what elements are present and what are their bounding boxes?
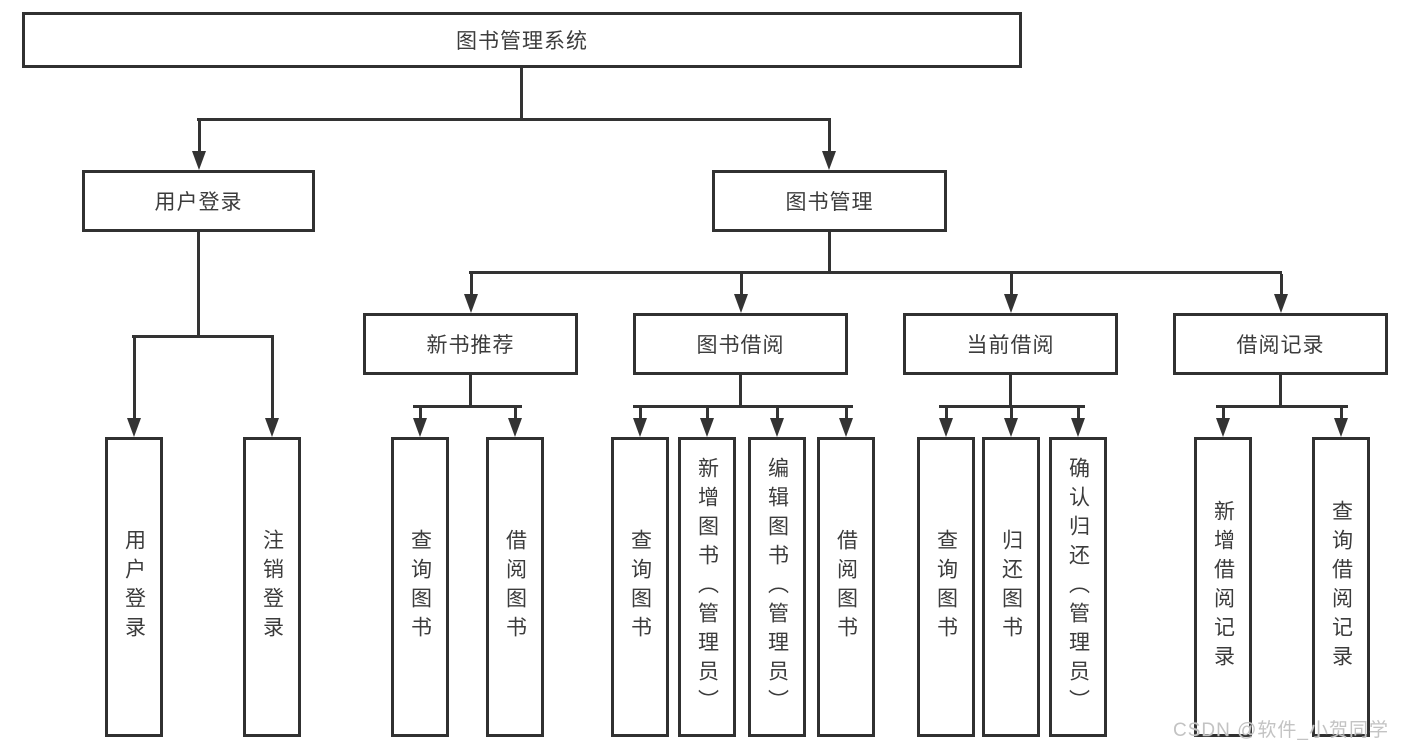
leaf-br-add-record-label: 新增借阅记录 bbox=[1211, 500, 1235, 674]
node-borrow-record: 借阅记录 bbox=[1173, 313, 1388, 375]
node-user-login: 用户登录 bbox=[82, 170, 315, 232]
connector-user-login-stub bbox=[197, 232, 200, 335]
leaf-bb-query-book-label: 查询图书 bbox=[628, 529, 652, 645]
node-new-book-recommend: 新书推荐 bbox=[363, 313, 578, 375]
node-book-management: 图书管理 bbox=[712, 170, 947, 232]
node-borrow-record-label: 借阅记录 bbox=[1236, 334, 1325, 357]
arrow-down-icon bbox=[633, 407, 647, 437]
arrow-down-icon bbox=[192, 121, 206, 170]
leaf-cb-query-book-label: 查询图书 bbox=[934, 529, 958, 645]
node-user-login-label: 用户登录 bbox=[154, 191, 243, 214]
leaf-rec-borrow-book-label: 借阅图书 bbox=[503, 529, 527, 645]
leaf-br-query-record-label: 查询借阅记录 bbox=[1329, 500, 1353, 674]
arrow-down-icon bbox=[770, 407, 784, 437]
leaf-rec-borrow-book: 借阅图书 bbox=[486, 437, 544, 737]
arrow-down-icon bbox=[464, 274, 478, 313]
connector-book-borrow-stub bbox=[739, 375, 742, 405]
node-book-management-label: 图书管理 bbox=[785, 191, 874, 214]
connector-current-borrow-bar bbox=[939, 405, 1085, 408]
arrow-down-icon bbox=[1004, 407, 1018, 437]
leaf-cb-query-book: 查询图书 bbox=[917, 437, 975, 737]
arrow-down-icon bbox=[822, 121, 836, 170]
node-book-borrow: 图书借阅 bbox=[633, 313, 848, 375]
leaf-logout-label: 注销登录 bbox=[260, 529, 284, 645]
arrow-down-icon bbox=[1004, 274, 1018, 313]
leaf-br-query-record: 查询借阅记录 bbox=[1312, 437, 1370, 737]
connector-new-book-rec-bar bbox=[413, 405, 522, 408]
connector-level2-bar bbox=[197, 118, 831, 121]
arrow-down-icon bbox=[839, 407, 853, 437]
connector-user-login-bar bbox=[132, 335, 274, 338]
node-root-label: 图书管理系统 bbox=[456, 30, 588, 53]
leaf-logout: 注销登录 bbox=[243, 437, 301, 737]
node-book-borrow-label: 图书借阅 bbox=[696, 334, 785, 357]
arrow-down-icon bbox=[734, 274, 748, 313]
arrow-down-icon bbox=[1274, 274, 1288, 313]
connector-new-book-rec-stub bbox=[469, 375, 472, 405]
arrow-down-icon bbox=[1071, 407, 1085, 437]
csdn-watermark: CSDN @软件_小贺同学 bbox=[1173, 720, 1389, 741]
connector-current-borrow-stub bbox=[1009, 375, 1012, 405]
arrow-down-icon bbox=[939, 407, 953, 437]
connector-book-borrow-bar bbox=[633, 405, 853, 408]
arrow-down-icon bbox=[265, 338, 279, 437]
connector-borrow-record-stub bbox=[1279, 375, 1282, 405]
node-current-borrow-label: 当前借阅 bbox=[966, 334, 1055, 357]
node-root: 图书管理系统 bbox=[22, 12, 1022, 68]
leaf-cb-confirm-return: 确认归还（管理员） bbox=[1049, 437, 1107, 737]
leaf-rec-query-book-label: 查询图书 bbox=[408, 529, 432, 645]
leaf-bb-borrow-book-label: 借阅图书 bbox=[834, 529, 858, 645]
leaf-br-add-record: 新增借阅记录 bbox=[1194, 437, 1252, 737]
arrow-down-icon bbox=[700, 407, 714, 437]
leaf-cb-return-book: 归还图书 bbox=[982, 437, 1040, 737]
arrow-down-icon bbox=[1334, 407, 1348, 437]
connector-level3-bar bbox=[469, 271, 1282, 274]
leaf-bb-query-book: 查询图书 bbox=[611, 437, 669, 737]
connector-root-stub bbox=[520, 68, 523, 120]
arrow-down-icon bbox=[1216, 407, 1230, 437]
connector-borrow-record-bar bbox=[1216, 405, 1348, 408]
leaf-bb-add-book: 新增图书（管理员） bbox=[678, 437, 736, 737]
node-new-book-recommend-label: 新书推荐 bbox=[426, 334, 515, 357]
leaf-bb-edit-book: 编辑图书（管理员） bbox=[748, 437, 806, 737]
leaf-cb-return-book-label: 归还图书 bbox=[999, 529, 1023, 645]
leaf-bb-add-book-label: 新增图书（管理员） bbox=[695, 456, 719, 718]
node-current-borrow: 当前借阅 bbox=[903, 313, 1118, 375]
arrow-down-icon bbox=[127, 338, 141, 437]
arrow-down-icon bbox=[508, 407, 522, 437]
leaf-bb-edit-book-label: 编辑图书（管理员） bbox=[765, 456, 789, 718]
leaf-rec-query-book: 查询图书 bbox=[391, 437, 449, 737]
leaf-bb-borrow-book: 借阅图书 bbox=[817, 437, 875, 737]
leaf-user-login: 用户登录 bbox=[105, 437, 163, 737]
leaf-user-login-label: 用户登录 bbox=[122, 529, 146, 645]
connector-book-mgmt-stub bbox=[828, 232, 831, 273]
arrow-down-icon bbox=[413, 407, 427, 437]
leaf-cb-confirm-return-label: 确认归还（管理员） bbox=[1066, 456, 1090, 718]
